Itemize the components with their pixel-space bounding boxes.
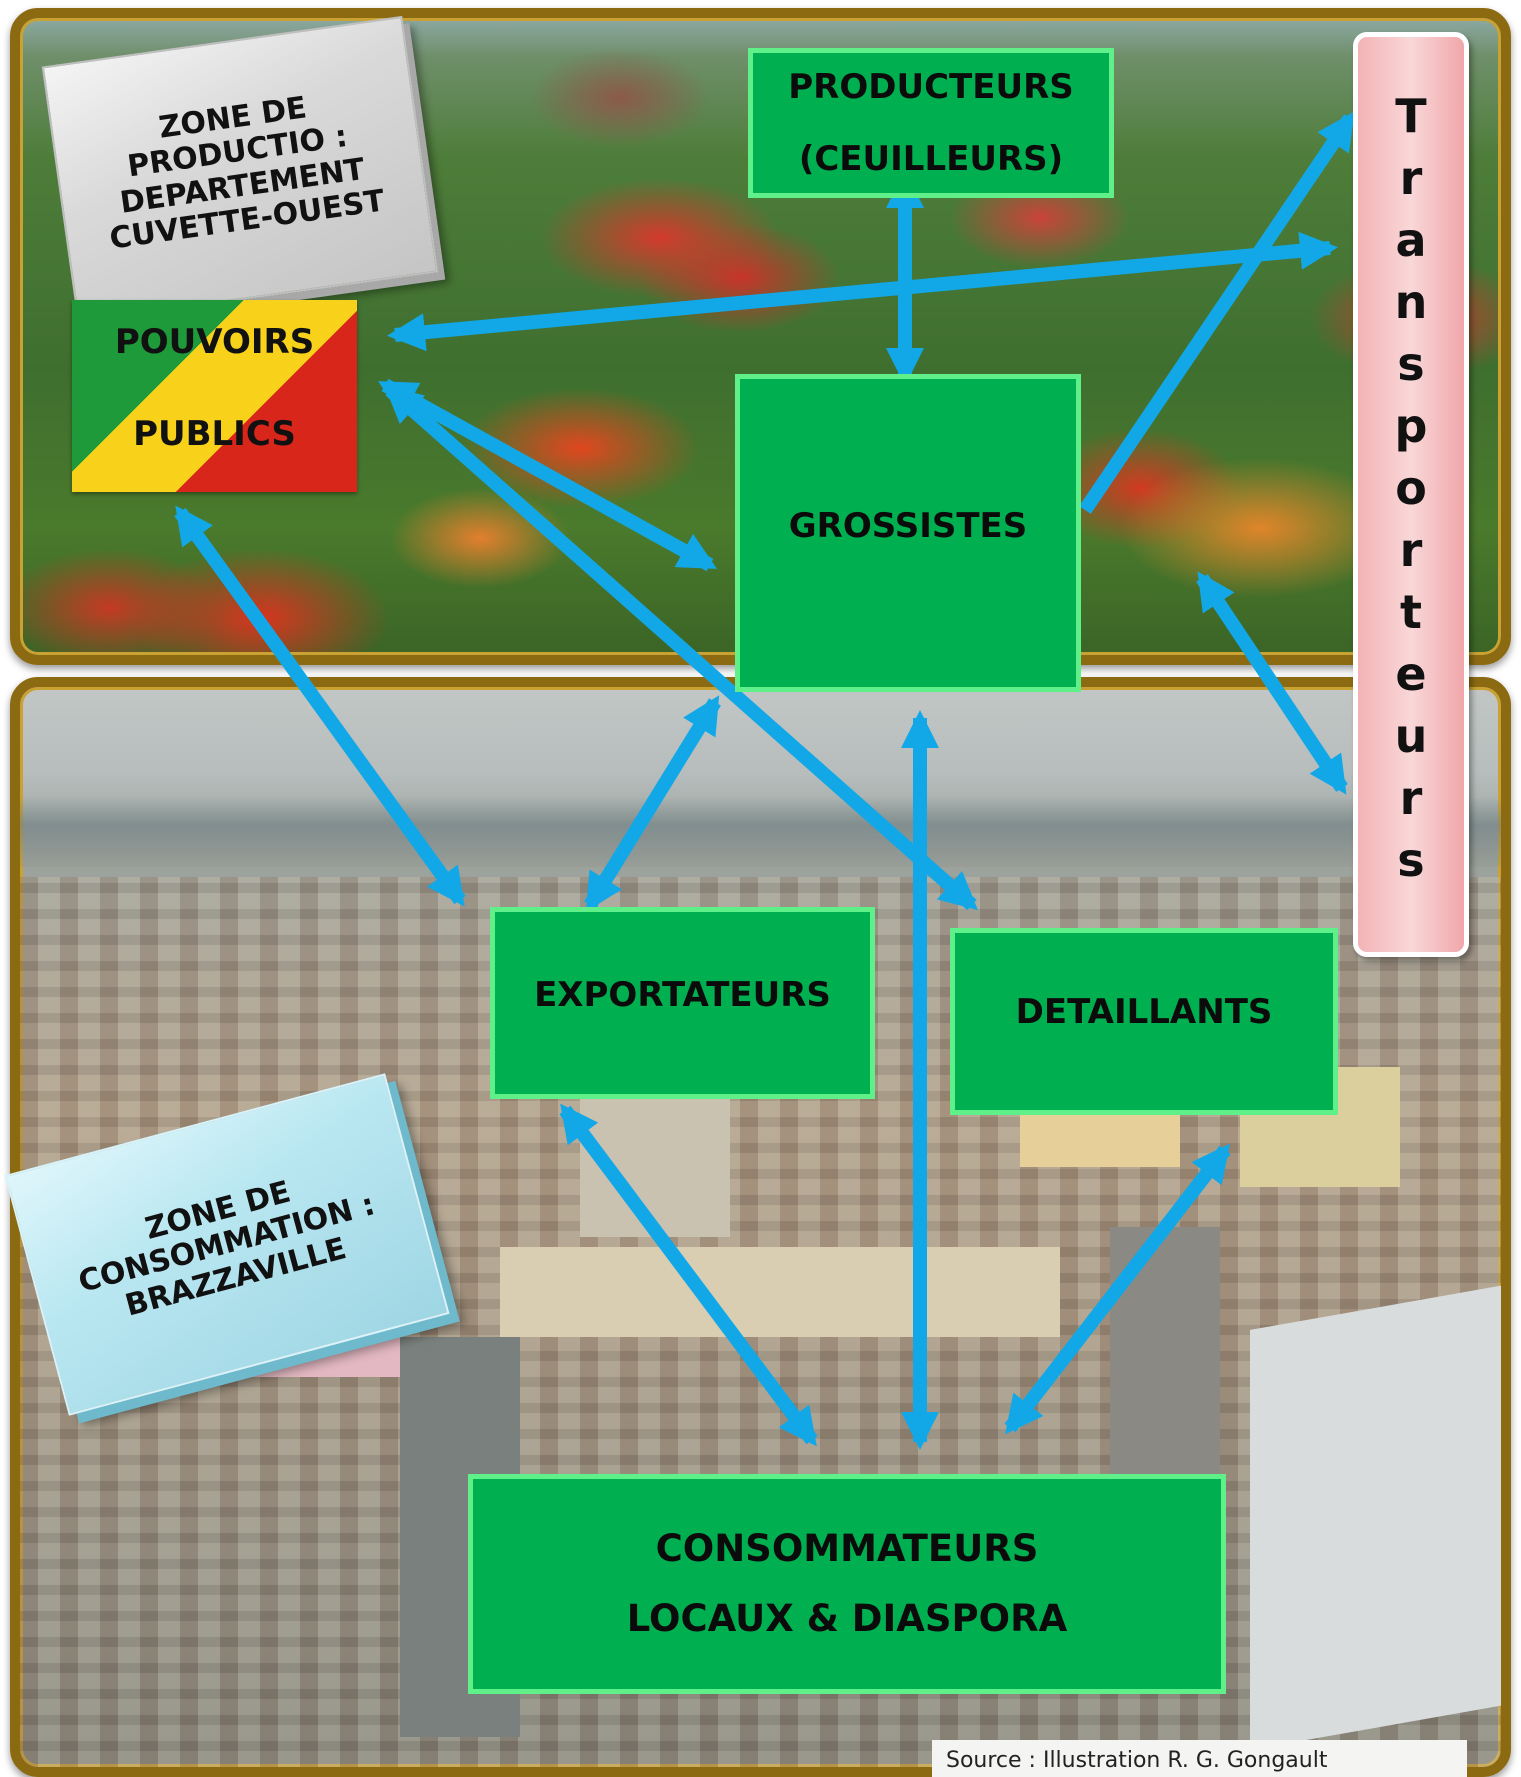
node-grossistes: GROSSISTES	[735, 374, 1081, 692]
node-consommateurs: CONSOMMATEURS LOCAUX & DIASPORA	[468, 1474, 1226, 1694]
node-exportateurs: EXPORTATEURS	[490, 907, 875, 1099]
transporteurs-letter: r	[1399, 771, 1423, 825]
transporteurs-letter: u	[1394, 709, 1428, 763]
production-zone-label: ZONE DE PRODUCTIO : DEPARTEMENT CUVETTE-…	[41, 15, 439, 324]
node-detaillants: DETAILLANTS	[950, 928, 1338, 1115]
transporteurs-letter: T	[1395, 89, 1427, 143]
transporteurs-letter: s	[1397, 337, 1425, 391]
transporteurs-letter: r	[1399, 151, 1423, 205]
transporteurs-letter: e	[1395, 647, 1427, 701]
transporteurs-letter: r	[1399, 523, 1423, 577]
transporteurs-letter: n	[1394, 275, 1428, 329]
node-grossistes-label: GROSSISTES	[788, 506, 1028, 546]
transporteurs-letter: o	[1395, 461, 1427, 515]
node-producteurs-line: (CEUILLEURS)	[798, 139, 1064, 179]
node-pouvoirs-line: PUBLICS	[133, 414, 296, 454]
node-detaillants-label: DETAILLANTS	[1015, 991, 1273, 1032]
node-producteurs: PRODUCTEURS (CEUILLEURS)	[748, 48, 1114, 198]
transporteurs-letter: a	[1395, 213, 1427, 267]
node-exportateurs-label: EXPORTATEURS	[534, 975, 831, 1015]
transporteurs-letter: p	[1394, 399, 1428, 453]
white-roof-building	[1250, 1284, 1501, 1750]
transporteurs-letter: t	[1400, 585, 1422, 639]
distant-hills	[20, 797, 1501, 867]
source-caption: Source : Illustration R. G. Gongault	[932, 1740, 1467, 1777]
building	[500, 1247, 1060, 1337]
node-consommateurs-line: LOCAUX & DIASPORA	[626, 1597, 1068, 1640]
node-pouvoirs-line: POUVOIRS	[114, 322, 315, 362]
node-consommateurs-line: CONSOMMATEURS	[655, 1527, 1039, 1570]
node-producteurs-line: PRODUCTEURS	[788, 67, 1074, 107]
transporteurs-letter: s	[1397, 833, 1425, 887]
node-transporteurs: T r a n s p o r t e u r s	[1353, 32, 1469, 957]
node-pouvoirs-publics: POUVOIRS PUBLICS	[72, 300, 357, 492]
